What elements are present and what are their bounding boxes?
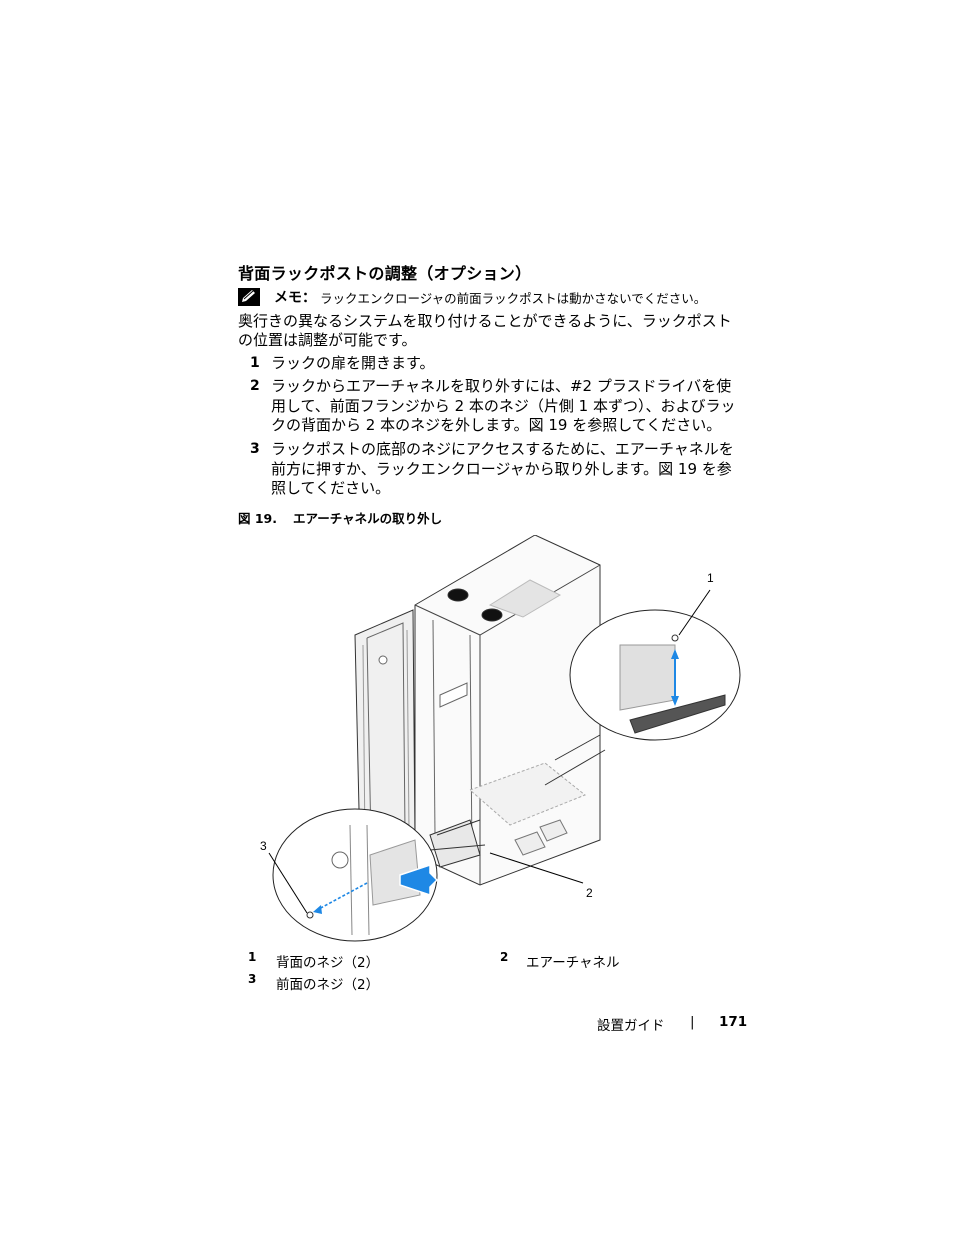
note: メモ： ラックエンクロージャの前面ラックポストは動かさないでください。 — [238, 287, 706, 307]
step-3: 3 ラックポストの底部のネジにアクセスするために、エアーチャネルを前方に押すか、… — [250, 440, 745, 499]
step-text: ラックの扉を開きます。 — [271, 354, 435, 372]
footer-section: 設置ガイド — [597, 1018, 665, 1034]
legend-text-1: 背面のネジ（2） — [276, 955, 380, 971]
callout-3: 3 — [260, 839, 267, 853]
step-text: ラックポストの底部のネジにアクセスするために、エアーチャネルを前方に押すか、ラッ… — [271, 440, 734, 497]
section-title: 背面ラックポストの調整（オプション） — [238, 264, 532, 283]
figure-caption: 図 19. エアーチャネルの取り外し — [238, 508, 442, 527]
legend-num-2: 2 — [500, 950, 509, 964]
pencil-note-icon — [238, 288, 260, 306]
callout-2: 2 — [586, 886, 593, 900]
step-2: 2 ラックからエアーチャネルを取り外すには、#2 プラスドライバを使用して、前面… — [250, 377, 745, 436]
note-label: メモ： — [274, 290, 316, 306]
step-number: 1 — [250, 355, 260, 371]
figure-label: 図 19. — [238, 511, 277, 526]
legend-num-3: 3 — [248, 972, 257, 986]
step-number: 3 — [250, 441, 260, 457]
page-number: 171 — [719, 1014, 748, 1030]
step-1: 1 ラックの扉を開きます。 — [250, 354, 745, 374]
note-text: ラックエンクロージャの前面ラックポストは動かさないでください。 — [320, 290, 707, 306]
callout-1: 1 — [707, 571, 714, 585]
step-number: 2 — [250, 378, 260, 394]
legend-text-3: 前面のネジ（2） — [276, 977, 380, 993]
rack-air-channel-illustration: 1 2 3 — [260, 535, 741, 942]
legend-text-2: エアーチャネル — [526, 955, 620, 971]
legend-num-1: 1 — [248, 950, 257, 964]
step-text: ラックからエアーチャネルを取り外すには、#2 プラスドライバを使用して、前面フラ… — [271, 377, 736, 434]
figure-title: エアーチャネルの取り外し — [293, 511, 443, 526]
front-screw-detail — [272, 808, 438, 942]
intro-paragraph: 奥行きの異なるシステムを取り付けることができるように、ラックポストの位置は調整が… — [238, 312, 732, 349]
footer-separator: | — [690, 1014, 695, 1030]
